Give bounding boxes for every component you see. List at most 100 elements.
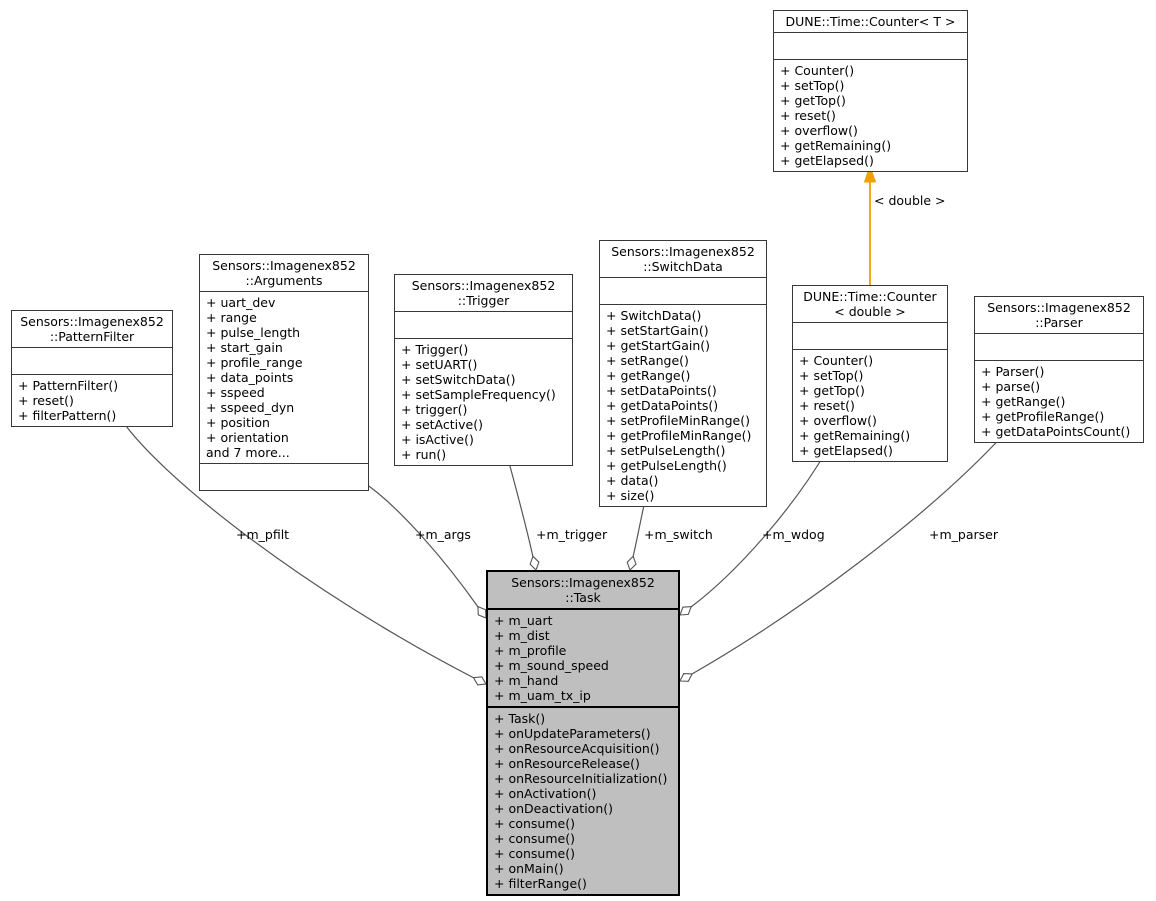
class-box-switch-data[interactable]: Sensors::Imagenex852::SwitchData + Switc… xyxy=(599,240,767,507)
text-line: + setDataPoints() xyxy=(606,383,717,398)
text-line: + data_points xyxy=(206,370,294,385)
text-line: + setSampleFrequency() xyxy=(401,387,556,402)
text-line: + setActive() xyxy=(401,417,483,432)
text-line: ::Task xyxy=(565,590,601,605)
edge-m-trigger-line xyxy=(506,454,534,558)
text-line: DUNE::Time::Counter xyxy=(803,289,937,304)
text-line: + data() xyxy=(606,473,659,488)
text-line: Sensors::Imagenex852 xyxy=(20,314,164,329)
class-box-counter-t[interactable]: DUNE::Time::Counter< T > + Counter()+ se… xyxy=(773,10,968,172)
text-line: + position xyxy=(206,415,270,430)
class-title: Sensors::Imagenex852::Parser xyxy=(975,297,1143,333)
class-box-counter-double[interactable]: DUNE::Time::Counter< double > + Counter(… xyxy=(792,285,948,462)
class-attributes xyxy=(12,347,172,374)
class-methods: + Counter()+ setTop()+ getTop()+ reset()… xyxy=(774,59,967,171)
class-methods: + PatternFilter()+ reset()+ filterPatter… xyxy=(12,374,172,426)
text-line: + reset() xyxy=(18,393,74,408)
text-line: + setProfileMinRange() xyxy=(606,413,750,428)
text-line: + trigger() xyxy=(401,402,468,417)
text-line: + getElapsed() xyxy=(780,153,874,168)
text-line: + isActive() xyxy=(401,432,474,447)
text-line: + m_hand xyxy=(494,673,559,688)
text-line: ::PatternFilter xyxy=(49,329,135,344)
aggregation-diamond-m-parser xyxy=(679,673,693,682)
class-box-arguments[interactable]: Sensors::Imagenex852::Arguments + uart_d… xyxy=(199,254,369,491)
text-line: + Counter() xyxy=(799,353,874,368)
text-line: + Trigger() xyxy=(401,342,469,357)
text-line: + getRange() xyxy=(606,368,691,383)
text-line: + parse() xyxy=(981,379,1041,394)
text-line: + m_uam_tx_ip xyxy=(494,688,591,703)
edge-label-template-instance: < double > xyxy=(874,193,946,208)
text-line: + size() xyxy=(606,488,655,503)
edge-label-m-switch: +m_switch xyxy=(644,527,713,542)
text-line: + SwitchData() xyxy=(606,308,702,323)
class-box-pattern-filter[interactable]: Sensors::Imagenex852::PatternFilter + Pa… xyxy=(11,310,173,427)
class-box-task[interactable]: Sensors::Imagenex852::Task + m_uart+ m_d… xyxy=(486,570,680,896)
text-line: + uart_dev xyxy=(206,295,276,310)
class-attributes: + m_uart+ m_dist+ m_profile+ m_sound_spe… xyxy=(488,608,678,706)
text-line: + run() xyxy=(401,447,447,462)
class-attributes xyxy=(395,311,572,338)
text-line: + getRemaining() xyxy=(780,138,892,153)
aggregation-diamond-m-wdog xyxy=(679,605,693,616)
text-line: + setUART() xyxy=(401,357,478,372)
edge-label-m-parser: +m_parser xyxy=(929,527,998,542)
text-line: + m_sound_speed xyxy=(494,658,609,673)
text-line: DUNE::Time::Counter< T > xyxy=(785,14,956,29)
text-line: + setTop() xyxy=(799,368,864,383)
text-line: + onUpdateParameters() xyxy=(494,726,651,741)
text-line: + getRange() xyxy=(981,394,1066,409)
edge-label-m-wdog: +m_wdog xyxy=(762,527,825,542)
text-line: + m_uart xyxy=(494,613,553,628)
text-line: + getProfileMinRange() xyxy=(606,428,752,443)
class-title: Sensors::Imagenex852::PatternFilter xyxy=(12,311,172,347)
edge-label-m-pfilt: +m_pfilt xyxy=(236,527,290,542)
aggregation-diamond-m-args xyxy=(477,605,487,619)
text-line: + m_dist xyxy=(494,628,550,643)
text-line: + getTop() xyxy=(780,93,846,108)
text-line: + getPulseLength() xyxy=(606,458,727,473)
text-line: + setStartGain() xyxy=(606,323,709,338)
text-line: + filterRange() xyxy=(494,876,587,891)
text-line: + onResourceAcquisition() xyxy=(494,741,660,756)
class-box-trigger[interactable]: Sensors::Imagenex852::Trigger + Trigger(… xyxy=(394,274,573,466)
text-line: + getTop() xyxy=(799,383,865,398)
text-line: + onResourceInitialization() xyxy=(494,771,668,786)
class-methods: + Parser()+ parse()+ getRange()+ getProf… xyxy=(975,360,1143,442)
class-methods: + Task()+ onUpdateParameters()+ onResour… xyxy=(488,706,678,894)
text-line: Sensors::Imagenex852 xyxy=(411,278,556,293)
text-line: + getDataPointsCount() xyxy=(981,424,1131,439)
text-line: + onDeactivation() xyxy=(494,801,613,816)
text-line: + Task() xyxy=(494,711,546,726)
text-line: + sspeed_dyn xyxy=(206,400,295,415)
class-title: Sensors::Imagenex852::Task xyxy=(488,572,678,608)
text-line: ::Arguments xyxy=(245,273,323,288)
class-methods xyxy=(200,463,368,490)
text-line: Sensors::Imagenex852 xyxy=(987,300,1131,315)
text-line: ::Parser xyxy=(1035,315,1083,330)
text-line: + profile_range xyxy=(206,355,303,370)
class-title: Sensors::Imagenex852::Trigger xyxy=(395,275,572,311)
text-line: + range xyxy=(206,310,257,325)
aggregation-diamond-m-trigger xyxy=(529,555,540,571)
class-box-parser[interactable]: Sensors::Imagenex852::Parser + Parser()+… xyxy=(974,296,1144,443)
text-line: + PatternFilter() xyxy=(18,378,119,393)
text-line: + consume() xyxy=(494,816,575,831)
text-line: + filterPattern() xyxy=(18,408,117,423)
text-line: Sensors::Imagenex852 xyxy=(212,258,356,273)
text-line: < double > xyxy=(834,304,906,319)
edge-m-args-line xyxy=(365,483,479,608)
class-attributes: + uart_dev+ range+ pulse_length+ start_g… xyxy=(200,291,368,463)
text-line: + m_profile xyxy=(494,643,567,658)
text-line: + setTop() xyxy=(780,78,845,93)
text-line: + Counter() xyxy=(780,63,855,78)
class-attributes xyxy=(600,277,766,304)
aggregation-diamond-m-switch xyxy=(626,555,637,571)
template-instantiation-arrowhead xyxy=(863,164,877,183)
class-title: Sensors::Imagenex852::SwitchData xyxy=(600,241,766,277)
text-line: + orientation xyxy=(206,430,289,445)
edge-label-m-args: +m_args xyxy=(415,527,471,542)
text-line: + pulse_length xyxy=(206,325,301,340)
